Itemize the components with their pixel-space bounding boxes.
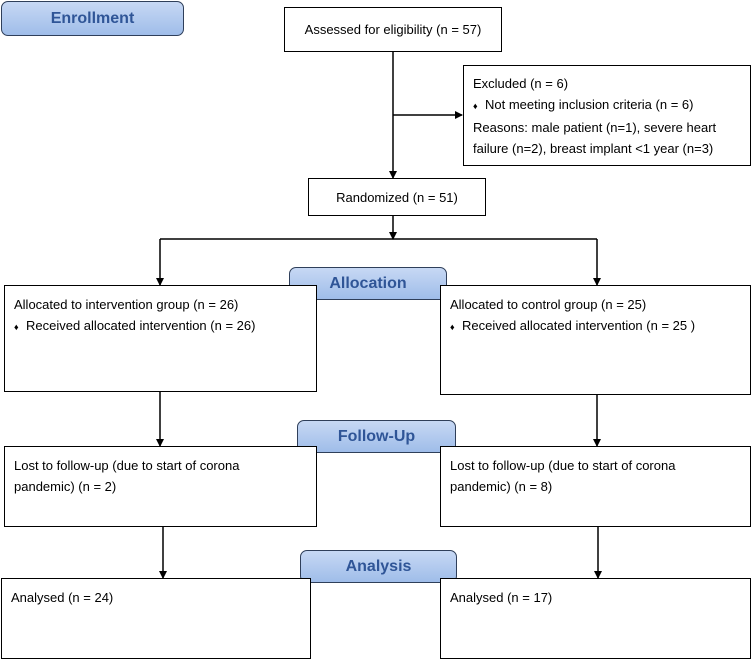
followup-control-box: Lost to follow-up (due to start of coron…: [440, 446, 751, 527]
alloc-intervention-bullet-text: Received allocated intervention (n = 26): [26, 318, 256, 333]
stage-allocation: Allocation: [289, 267, 447, 300]
alloc-intervention-box: Allocated to intervention group (n = 26)…: [4, 285, 317, 392]
alloc-intervention-bullet-row: ♦ Received allocated intervention (n = 2…: [14, 315, 307, 338]
alloc-control-box: Allocated to control group (n = 25) ♦ Re…: [440, 285, 751, 395]
alloc-control-bullet-row: ♦ Received allocated intervention (n = 2…: [450, 315, 741, 338]
excluded-title: Excluded (n = 6): [473, 76, 569, 91]
followup-control-line2: pandemic) (n = 8): [450, 479, 553, 494]
stage-enrollment: Enrollment: [1, 1, 184, 36]
analysed-intervention-text: Analysed (n = 24): [11, 590, 114, 605]
randomized-text: Randomized (n = 51): [336, 190, 458, 205]
excluded-bullet-text: Not meeting inclusion criteria (n = 6): [485, 97, 694, 112]
randomized-box: Randomized (n = 51): [308, 178, 486, 216]
assessed-box: Assessed for eligibility (n = 57): [284, 7, 502, 52]
excluded-reasons-line2: failure (n=2), breast implant <1 year (n…: [473, 141, 714, 156]
excluded-bullet-row: ♦ Not meeting inclusion criteria (n = 6): [473, 94, 741, 117]
analysed-intervention-box: Analysed (n = 24): [1, 578, 311, 659]
followup-intervention-box: Lost to follow-up (due to start of coron…: [4, 446, 317, 527]
analysed-control-box: Analysed (n = 17): [440, 578, 751, 659]
alloc-control-bullet-text: Received allocated intervention (n = 25 …: [462, 318, 696, 333]
analysed-control-text: Analysed (n = 17): [450, 590, 553, 605]
stage-analysis: Analysis: [300, 550, 457, 583]
alloc-control-line1: Allocated to control group (n = 25): [450, 297, 647, 312]
alloc-intervention-line1: Allocated to intervention group (n = 26): [14, 297, 239, 312]
followup-control-line1: Lost to follow-up (due to start of coron…: [450, 458, 676, 473]
bullet-diamond-icon: ♦: [450, 322, 455, 332]
followup-intervention-line2: pandemic) (n = 2): [14, 479, 117, 494]
excluded-box: Excluded (n = 6) ♦ Not meeting inclusion…: [463, 65, 751, 166]
excluded-reasons-line1: Reasons: male patient (n=1), severe hear…: [473, 120, 717, 135]
stage-follow-up: Follow-Up: [297, 420, 456, 453]
assessed-text: Assessed for eligibility (n = 57): [304, 22, 482, 37]
followup-intervention-line1: Lost to follow-up (due to start of coron…: [14, 458, 240, 473]
bullet-diamond-icon: ♦: [14, 322, 19, 332]
bullet-diamond-icon: ♦: [473, 101, 478, 111]
